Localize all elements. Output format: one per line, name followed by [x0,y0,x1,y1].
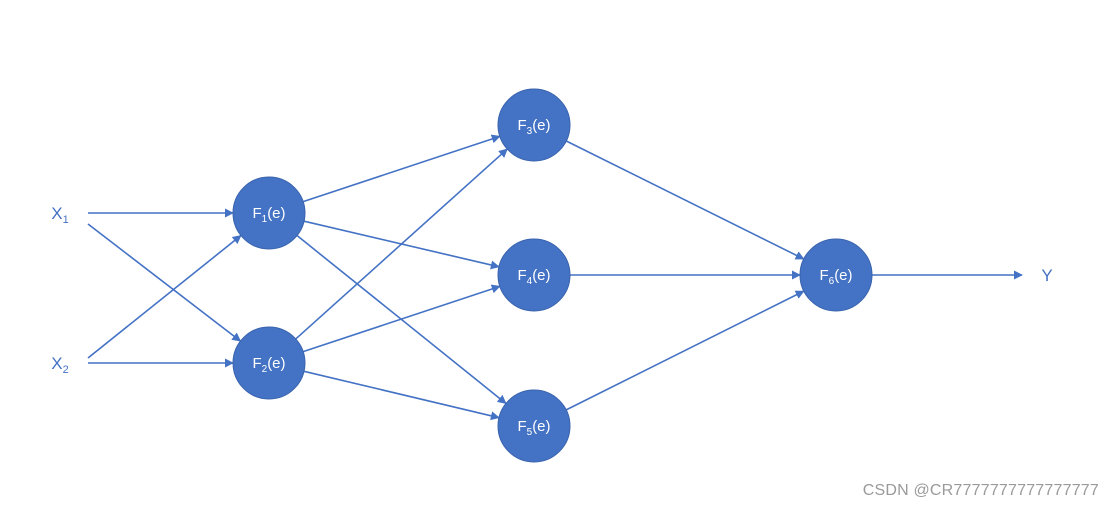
node-circle-f5 [497,389,571,463]
edge-f2-to-f4 [302,284,501,353]
edge-f2-to-f3 [295,148,508,340]
edge-f3-to-f6 [565,140,805,260]
node-label-f1: F1(e) [252,205,285,225]
node-label-f5: F5(e) [517,418,550,438]
input-label-x2: X2 [51,354,68,376]
node-circle-f3 [497,88,571,162]
edges [87,134,1023,421]
node-circle-f1 [232,176,306,250]
node-f4: F4(e) [497,238,571,312]
node-label-f6: F6(e) [819,267,852,287]
node-f2: F2(e) [232,326,306,400]
node-label-f2: F2(e) [252,355,285,375]
node-f5: F5(e) [497,389,571,463]
input-label-x1: X1 [51,204,68,226]
node-circle-f6 [799,238,873,312]
node-label-f4: F4(e) [517,267,550,287]
edge-f5-to-f6 [565,290,805,411]
edge-x2-to-f1 [87,234,242,359]
node-label-f3: F3(e) [517,117,550,137]
node-circle-f2 [232,326,306,400]
node-f1: F1(e) [232,176,306,250]
nodes: F1(e) F2(e) F3(e) F4(e) F5(e) F6(e) [232,88,873,463]
edge-x1-to-f2 [87,223,242,342]
node-f6: F6(e) [799,238,873,312]
node-circle-f4 [497,238,571,312]
node-f3: F3(e) [497,88,571,162]
output-label-y: Y [1041,266,1052,285]
edge-f2-to-f5 [303,370,500,421]
edge-f1-to-f3 [302,134,501,203]
watermark: CSDN @CR7777777777777777 [862,482,1099,499]
